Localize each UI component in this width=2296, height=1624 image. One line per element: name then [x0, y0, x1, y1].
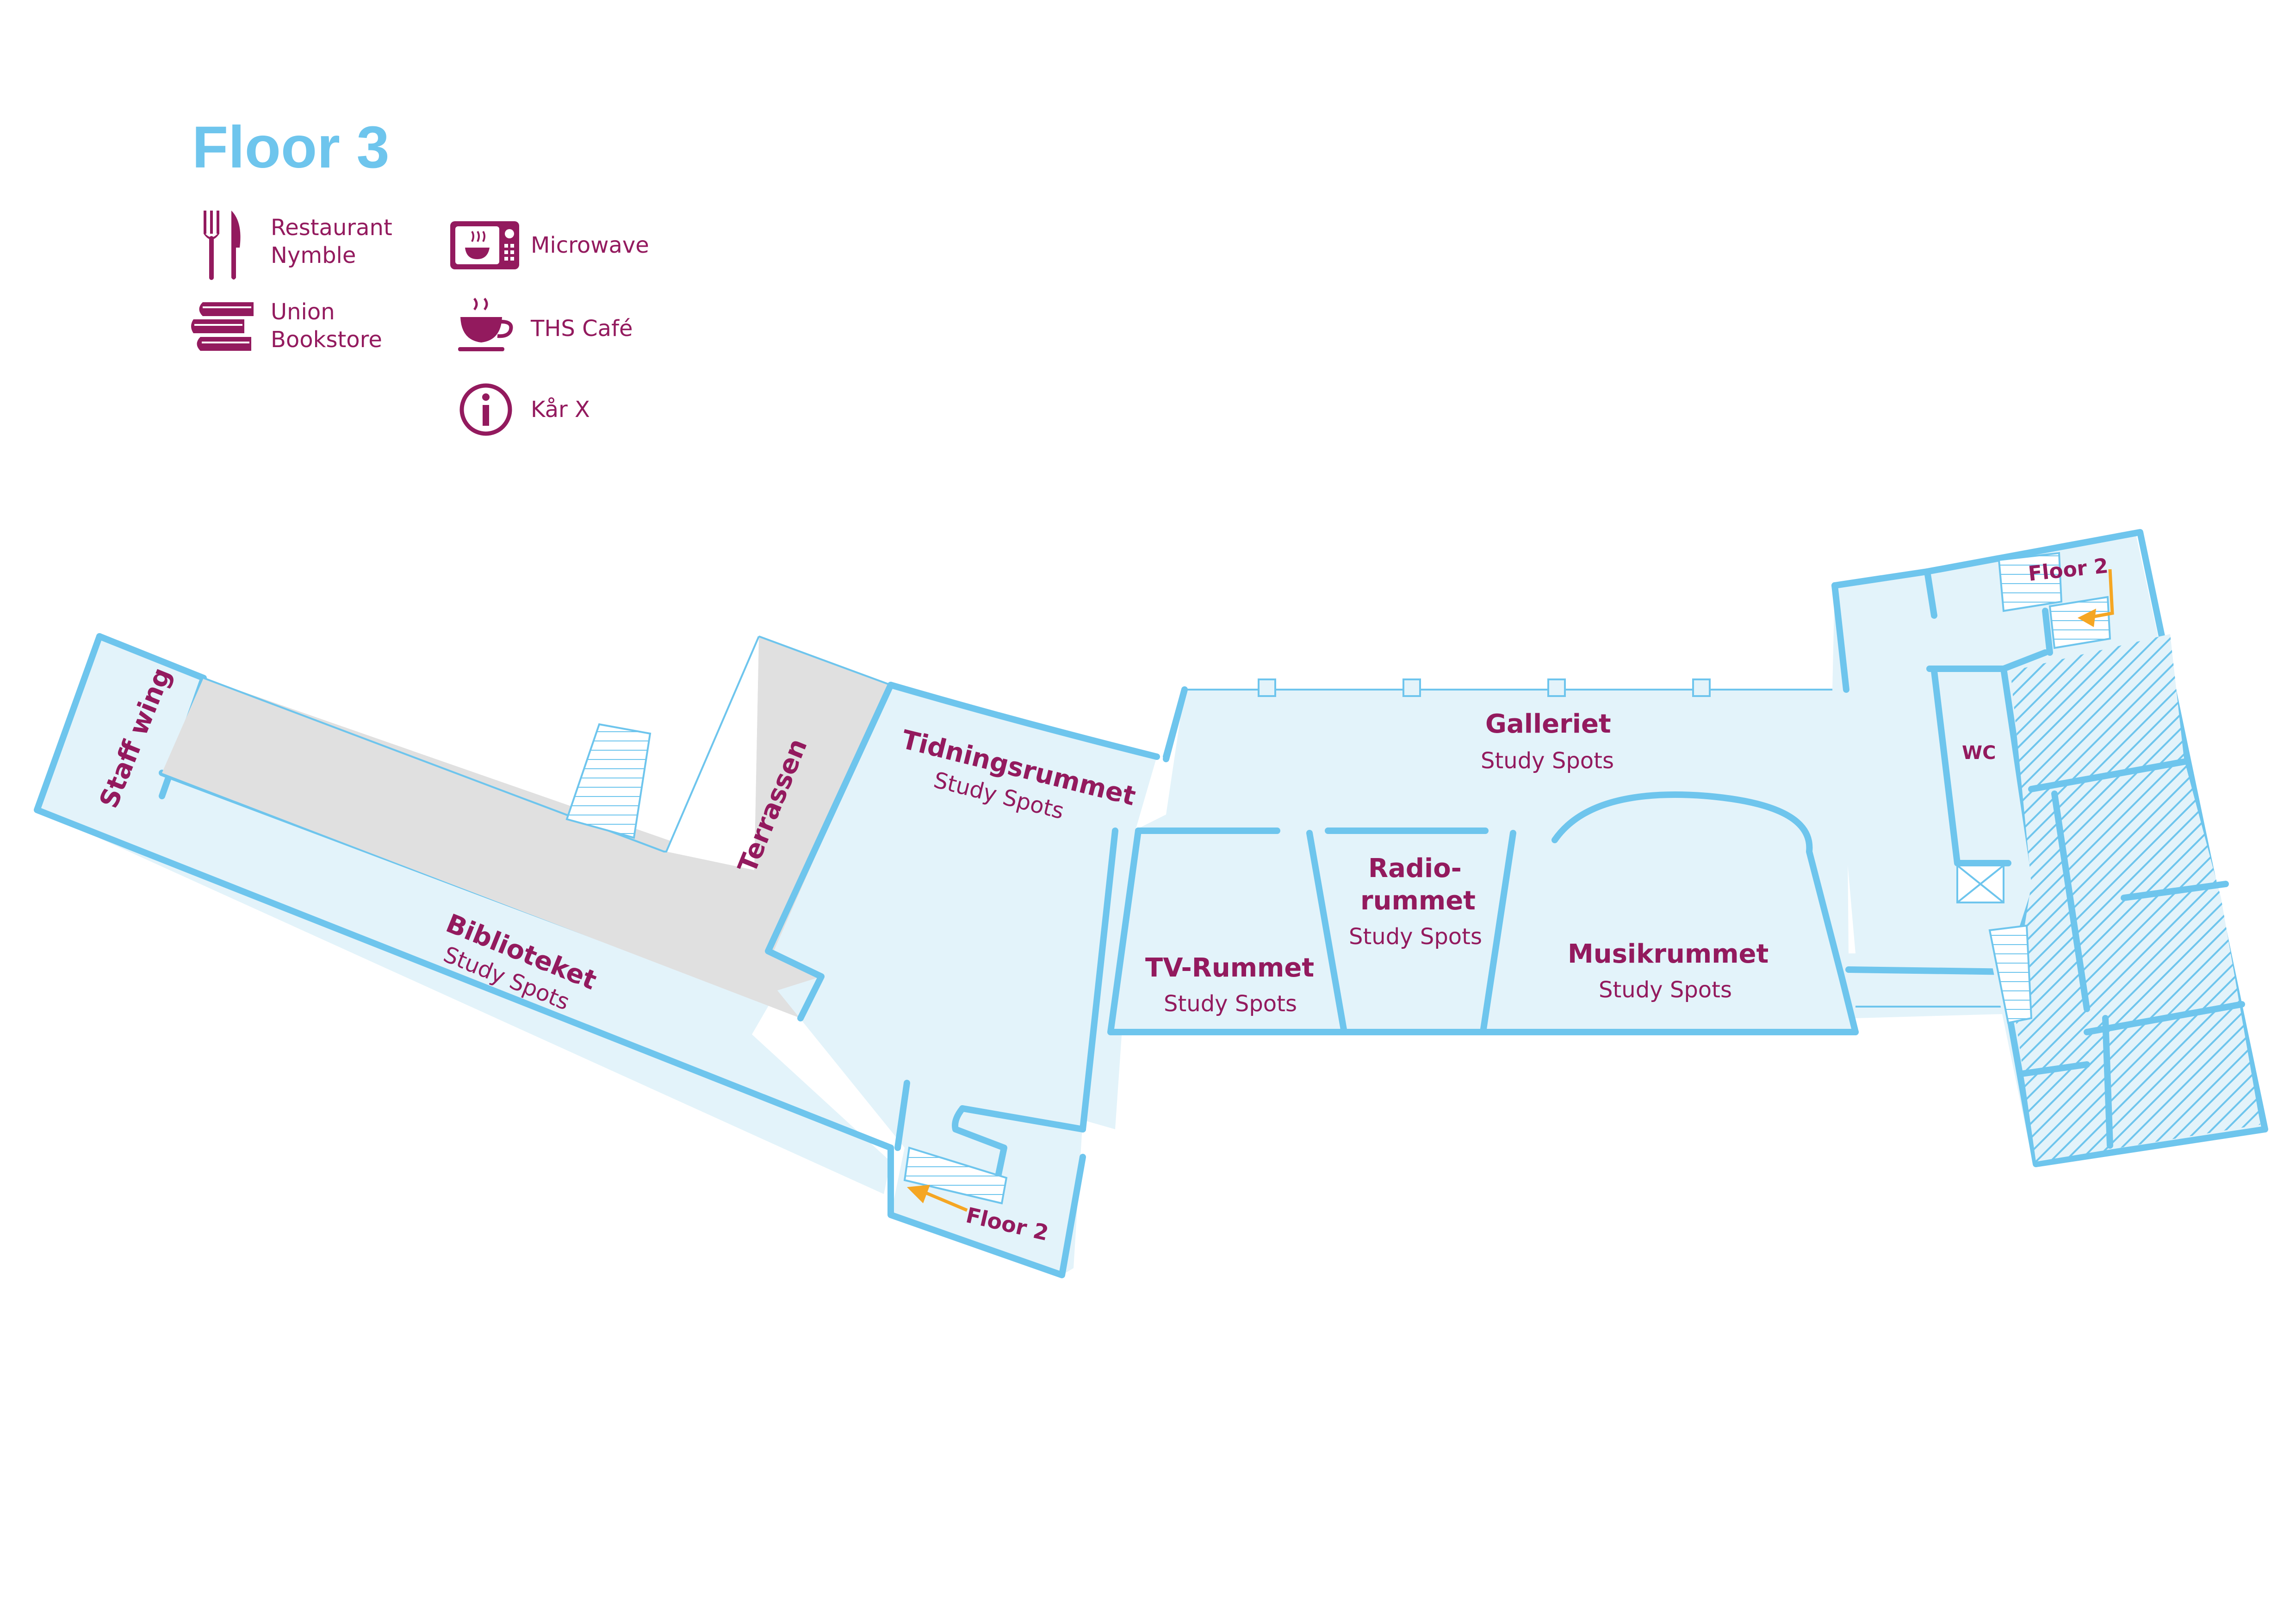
- label-tv-rummet: TV-Rummet: [1145, 953, 1314, 983]
- info-icon: [459, 383, 512, 436]
- legend-restaurant-label: Restaurant Nymble: [271, 215, 392, 268]
- stairs-arrow-icon: [922, 1190, 968, 1212]
- stairs-arrow-icon: [2086, 569, 2114, 620]
- legend-bookstore-label: Union Bookstore: [271, 299, 382, 353]
- stairs-floor2-right: [1956, 552, 2114, 1024]
- stairs-floor2-left: [903, 1146, 1008, 1212]
- stairs-terrace: [565, 723, 652, 839]
- label-musikrummet-sub: Study Spots: [1599, 977, 1732, 1003]
- label-radio-line2: rummet: [1360, 886, 1476, 916]
- label-galleriet: Galleriet: [1485, 709, 1611, 739]
- legend-cafe-label: THS Café: [531, 316, 633, 342]
- room-galleriet: [1107, 686, 2021, 1035]
- label-wc: WC: [1962, 742, 1996, 764]
- label-radio-line1: Radio-: [1368, 853, 1462, 884]
- legend-info-label: Kår X: [531, 397, 590, 423]
- label-tv-rummet-sub: Study Spots: [1164, 991, 1297, 1017]
- label-radio-sub: Study Spots: [1349, 924, 1482, 950]
- microwave-icon: [450, 221, 519, 269]
- room-tidningsrummet: [765, 682, 1160, 1278]
- room-terrassen: [162, 635, 891, 1018]
- label-galleriet-sub: Study Spots: [1481, 748, 1614, 774]
- legend-microwave-label: Microwave: [531, 232, 649, 258]
- books-icon: [191, 302, 254, 351]
- coffee-cup-icon: [458, 298, 513, 351]
- room-east-wing: [1831, 529, 2268, 1167]
- cutlery-icon: [204, 211, 241, 280]
- pillars: [1258, 678, 1855, 697]
- label-musikrummet: Musikrummet: [1568, 939, 1769, 969]
- page-title: Floor 3: [192, 114, 390, 180]
